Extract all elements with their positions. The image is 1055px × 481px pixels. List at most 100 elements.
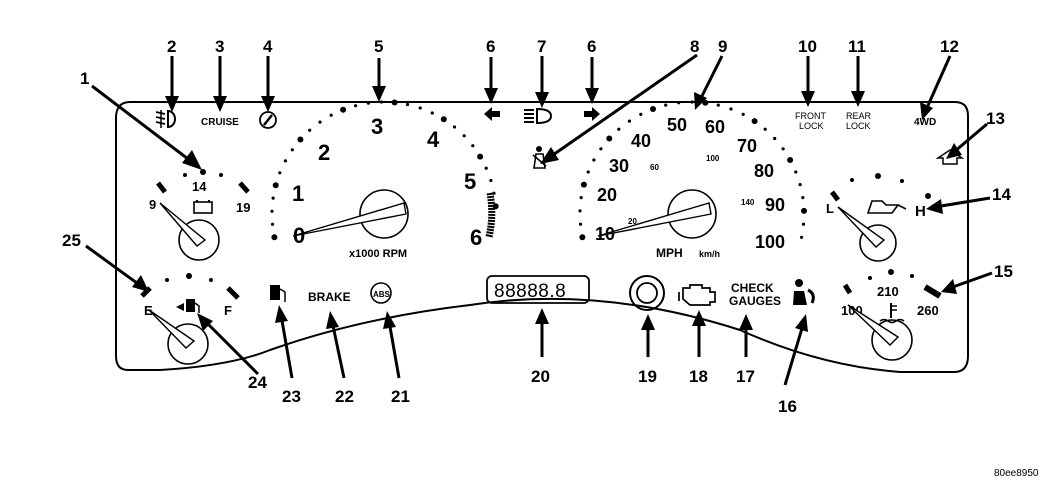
tach-tick <box>477 153 484 160</box>
front-lock-line2: LOCK <box>799 121 824 131</box>
turn-left-icon <box>484 107 500 121</box>
tach-tick <box>430 111 434 115</box>
speedo-tick <box>801 222 806 226</box>
tach-number-6: 6 <box>470 225 482 250</box>
fuel-empty: E <box>144 303 153 318</box>
seatbelt-icon <box>532 146 547 169</box>
speedo-tick <box>586 170 590 174</box>
4wd-indicator: 4WD <box>914 117 936 128</box>
temp-mid: 210 <box>877 284 899 299</box>
callout-24: 24 <box>248 373 267 392</box>
security-ring-icon <box>629 275 665 311</box>
speedo-unit-mph: MPH <box>656 246 683 260</box>
speedo-tick <box>781 147 785 151</box>
coolant-temperature-gauge: 100 210 260 <box>841 269 942 361</box>
callout-18: 18 <box>689 367 708 386</box>
oil-hub <box>859 224 897 262</box>
speedo-tick <box>800 235 804 239</box>
cruise-indicator: CRUISE <box>201 117 239 128</box>
speedo-tick <box>592 158 596 162</box>
tach-tick <box>329 113 333 117</box>
check-gauges-line2: GAUGES <box>729 294 781 308</box>
temp-hub <box>871 319 913 361</box>
speedo-tick <box>578 209 582 213</box>
tach-tick <box>271 234 278 241</box>
fuel-full: F <box>224 303 232 318</box>
callout-25: 25 <box>62 231 81 250</box>
odometer-value: 88888.8 <box>494 281 566 302</box>
tach-tick <box>440 116 447 123</box>
callout-8: 8 <box>690 37 699 56</box>
speedo-tick <box>664 103 668 107</box>
speedo-tick <box>617 127 621 131</box>
tach-tick <box>272 182 279 189</box>
speedo-tick <box>751 118 758 125</box>
wrench-icon <box>259 111 277 129</box>
tach-tick <box>283 159 287 163</box>
fog-lamp-icon <box>155 109 176 129</box>
oil-can-icon <box>866 200 907 214</box>
speedo-tick <box>650 106 656 112</box>
speedo-tick <box>627 119 632 123</box>
callout-3: 3 <box>215 37 224 56</box>
voltmeter-needle <box>159 202 207 247</box>
speedo-unit-kmh: km/h <box>699 249 720 259</box>
voltmeter-gauge: 9 14 19 <box>149 169 250 261</box>
coolant-temp-icon <box>879 303 905 324</box>
speedo-tick <box>579 196 583 200</box>
tach-tick <box>379 100 384 104</box>
callout-4: 4 <box>263 37 273 56</box>
tach-unit: x1000 RPM <box>349 248 407 260</box>
tach-tick <box>418 106 422 110</box>
temp-high: 260 <box>917 303 939 318</box>
callout-21: 21 <box>391 387 410 406</box>
tach-tick <box>308 128 312 132</box>
tach-redline <box>485 192 496 238</box>
tach-tick <box>340 106 347 113</box>
tach-number-1: 1 <box>292 181 304 206</box>
voltmeter-high: 19 <box>236 200 250 215</box>
speedo-tick <box>763 127 767 131</box>
low-fuel-icon <box>270 285 286 302</box>
speedo-tick <box>578 222 583 226</box>
speedo-tick <box>716 103 720 107</box>
callout-2: 2 <box>167 37 176 56</box>
mph-70: 70 <box>737 136 757 156</box>
figure-code: 80ee8950 <box>994 468 1039 479</box>
tach-tick <box>290 148 294 152</box>
engine-icon <box>678 284 716 306</box>
tach-tick <box>489 178 493 183</box>
callout-arrowheads <box>132 86 962 332</box>
speedo-tick <box>798 183 802 187</box>
tach-tick <box>318 120 322 124</box>
high-beam-icon <box>524 107 553 125</box>
callout-6b: 6 <box>587 37 596 56</box>
speedo-tick <box>729 107 733 111</box>
speedo-tick <box>741 112 745 116</box>
tach-number-3: 3 <box>371 114 383 139</box>
speedo-tick <box>606 135 613 142</box>
mph-90: 90 <box>765 195 785 215</box>
voltmeter-mid: 14 <box>192 179 207 194</box>
abs-icon: ABS <box>370 282 392 304</box>
speedo-tick <box>801 207 807 214</box>
tach-tick <box>462 134 466 138</box>
oil-needle <box>837 206 886 248</box>
mph-80: 80 <box>754 161 774 181</box>
rear-lock-line1: REAR <box>846 111 872 121</box>
tach-tick <box>270 209 274 213</box>
callout-11: 11 <box>848 37 866 56</box>
callout-13: 13 <box>986 109 1005 128</box>
callout-1: 1 <box>80 69 89 88</box>
kmh-60: 60 <box>650 163 659 172</box>
callout-9: 9 <box>718 37 727 56</box>
temp-needle <box>847 304 900 346</box>
oil-high: H <box>915 203 926 220</box>
tach-tick <box>391 99 398 106</box>
tach-tick <box>484 166 488 170</box>
tach-tick <box>271 196 275 200</box>
speedo-tick <box>677 101 681 105</box>
airbag-icon <box>793 279 815 305</box>
fuel-hub <box>167 323 209 365</box>
